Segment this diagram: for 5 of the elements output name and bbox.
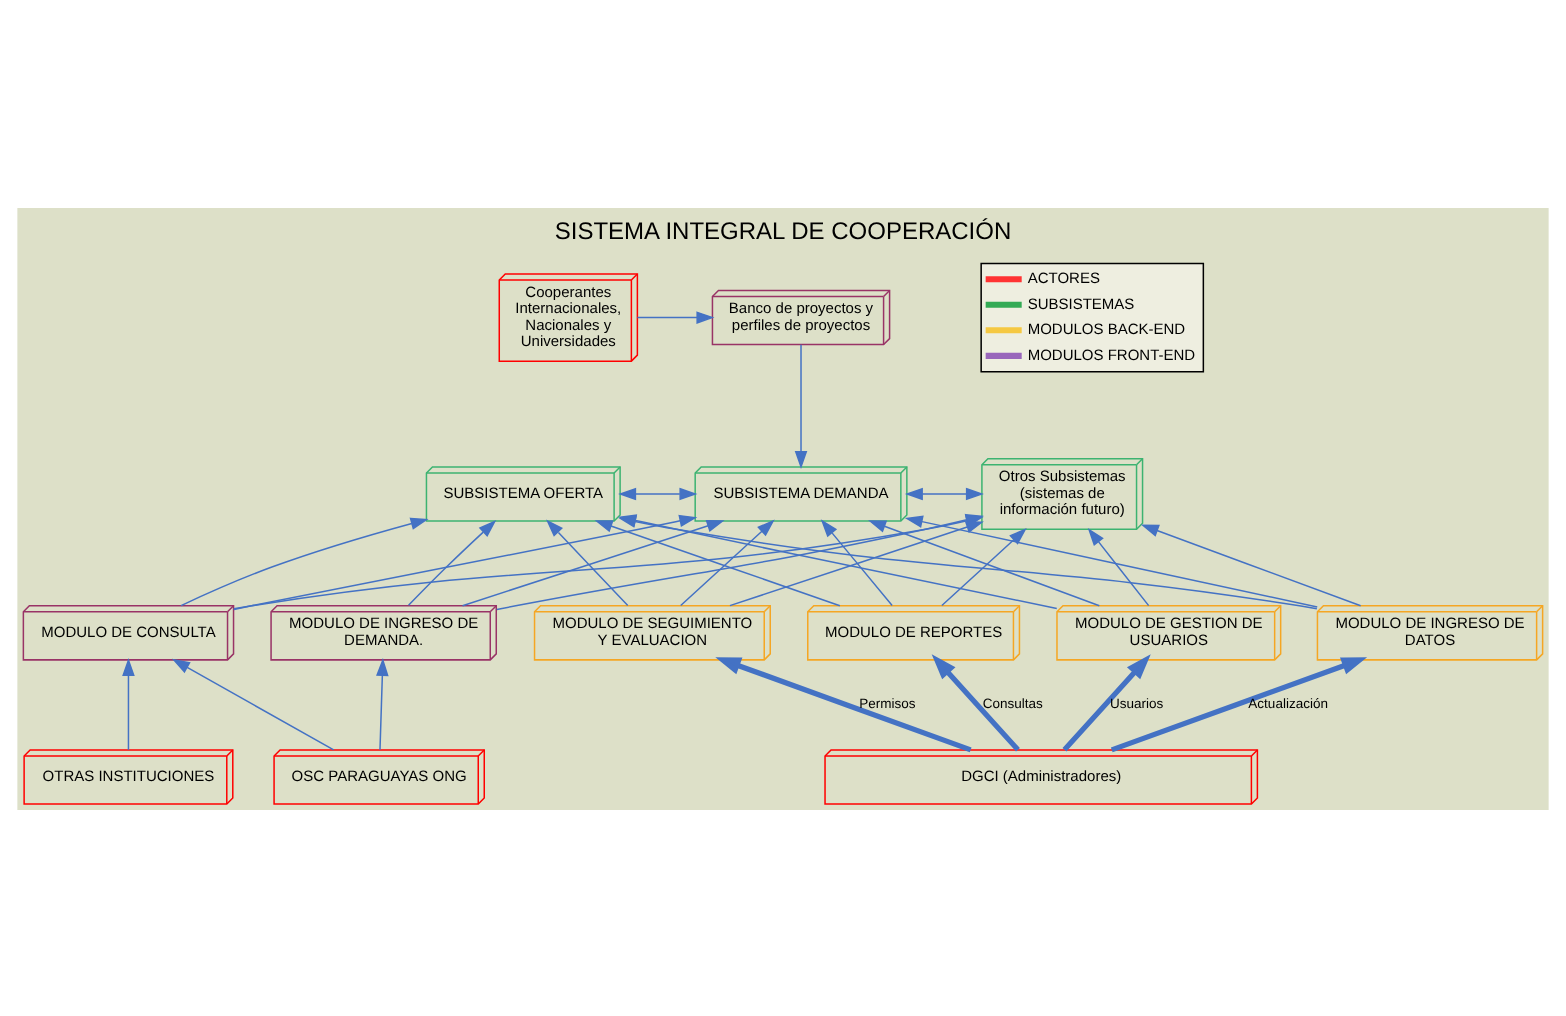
legend-label: MODULOS BACK-END [1027, 319, 1186, 338]
legend-label: MODULOS FRONT-END [1027, 344, 1196, 363]
legend-label: ACTORES [1027, 268, 1100, 287]
diagram-title: SISTEMA INTEGRAL DE COOPERACIÓN [554, 216, 1012, 245]
legend-label: SUBSISTEMAS [1027, 293, 1135, 312]
